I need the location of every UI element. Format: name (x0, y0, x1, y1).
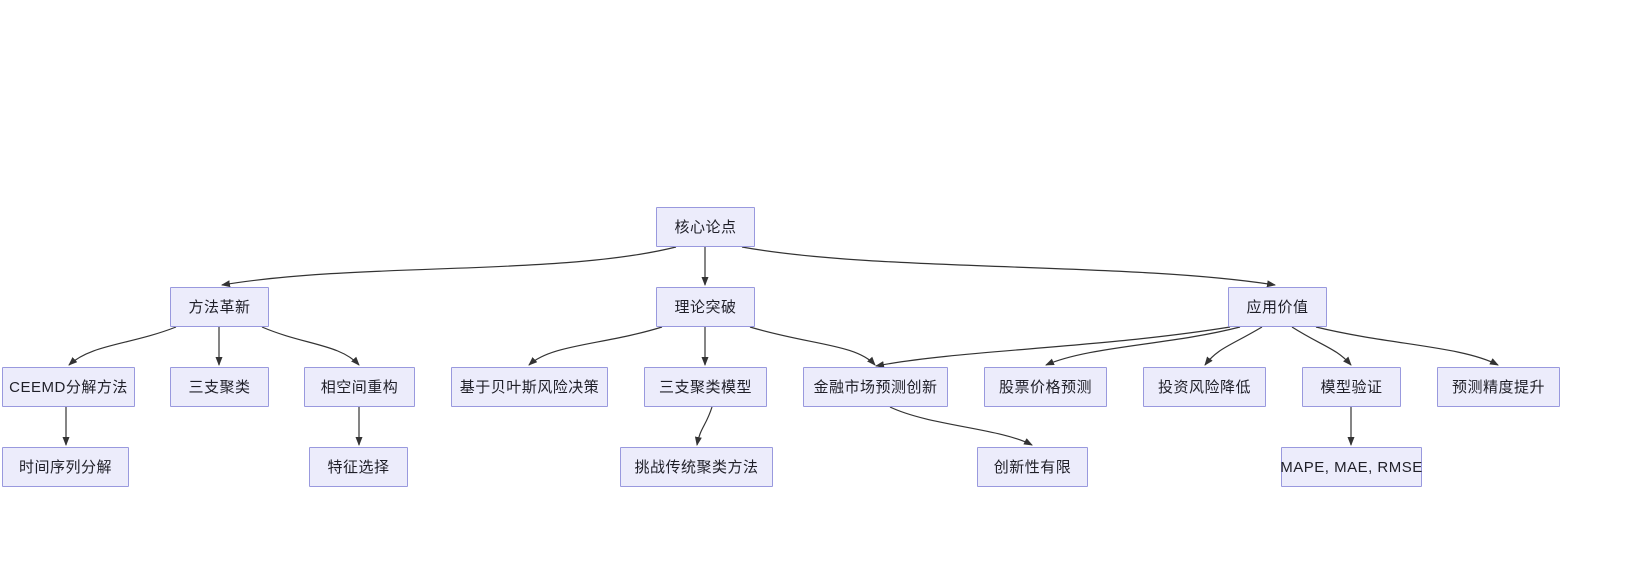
edge-finance-to-limited (889, 406, 1033, 446)
edge-core-to-application (741, 246, 1276, 288)
node-label-ceemd: CEEMD分解方法 (9, 378, 128, 396)
node-label-limited: 创新性有限 (993, 458, 1072, 476)
node-label-metrics: MAPE, MAE, RMSE (1280, 458, 1423, 476)
node-challenge[interactable]: 挑战传统聚类方法 (620, 447, 773, 487)
node-ceemd[interactable]: CEEMD分解方法 (2, 367, 135, 407)
node-finance[interactable]: 金融市场预测创新 (803, 367, 948, 407)
node-risk[interactable]: 投资风险降低 (1143, 367, 1266, 407)
node-label-challenge: 挑战传统聚类方法 (634, 458, 759, 476)
node-label-bayes: 基于贝叶斯风险决策 (459, 378, 600, 396)
node-phase[interactable]: 相空间重构 (304, 367, 415, 407)
edges-group (62, 246, 1499, 446)
edge-method-to-phase (261, 326, 360, 366)
edge-application-to-stock (1045, 326, 1241, 366)
node-label-risk: 投资风险降低 (1157, 378, 1251, 396)
node-label-threeway: 三支聚类 (188, 378, 251, 396)
edge-method-to-ceemd (68, 326, 177, 366)
node-label-method: 方法革新 (188, 298, 251, 316)
node-feature[interactable]: 特征选择 (309, 447, 408, 487)
node-label-finance: 金融市场预测创新 (813, 378, 938, 396)
node-label-tsdecomp: 时间序列分解 (18, 458, 112, 476)
node-label-twcmodel: 三支聚类模型 (658, 378, 752, 396)
edge-application-to-accuracy (1315, 326, 1499, 366)
edge-application-to-finance (875, 326, 1231, 368)
node-bayes[interactable]: 基于贝叶斯风险决策 (451, 367, 608, 407)
edge-twcmodel-to-challenge (694, 406, 713, 446)
node-stock[interactable]: 股票价格预测 (984, 367, 1107, 407)
node-application[interactable]: 应用价值 (1228, 287, 1327, 327)
node-twcmodel[interactable]: 三支聚类模型 (644, 367, 767, 407)
edge-theory-to-bayes (528, 326, 663, 366)
node-method[interactable]: 方法革新 (170, 287, 269, 327)
node-limited[interactable]: 创新性有限 (977, 447, 1088, 487)
edge-core-to-method (221, 246, 677, 288)
node-label-core: 核心论点 (674, 218, 737, 236)
node-tsdecomp[interactable]: 时间序列分解 (2, 447, 129, 487)
node-label-application: 应用价值 (1246, 298, 1309, 316)
node-threeway[interactable]: 三支聚类 (170, 367, 269, 407)
node-label-theory: 理论突破 (674, 298, 737, 316)
node-label-phase: 相空间重构 (320, 378, 399, 396)
node-label-feature: 特征选择 (327, 458, 390, 476)
node-metrics[interactable]: MAPE, MAE, RMSE (1280, 447, 1423, 487)
node-accuracy[interactable]: 预测精度提升 (1437, 367, 1560, 407)
node-core[interactable]: 核心论点 (656, 207, 755, 247)
node-validate[interactable]: 模型验证 (1302, 367, 1401, 407)
node-label-validate: 模型验证 (1320, 378, 1383, 396)
node-label-stock: 股票价格预测 (998, 378, 1092, 396)
edge-application-to-risk (1204, 326, 1263, 366)
node-label-accuracy: 预测精度提升 (1451, 378, 1545, 396)
edge-application-to-validate (1291, 326, 1352, 366)
edge-theory-to-finance (749, 326, 876, 366)
node-theory[interactable]: 理论突破 (656, 287, 755, 327)
